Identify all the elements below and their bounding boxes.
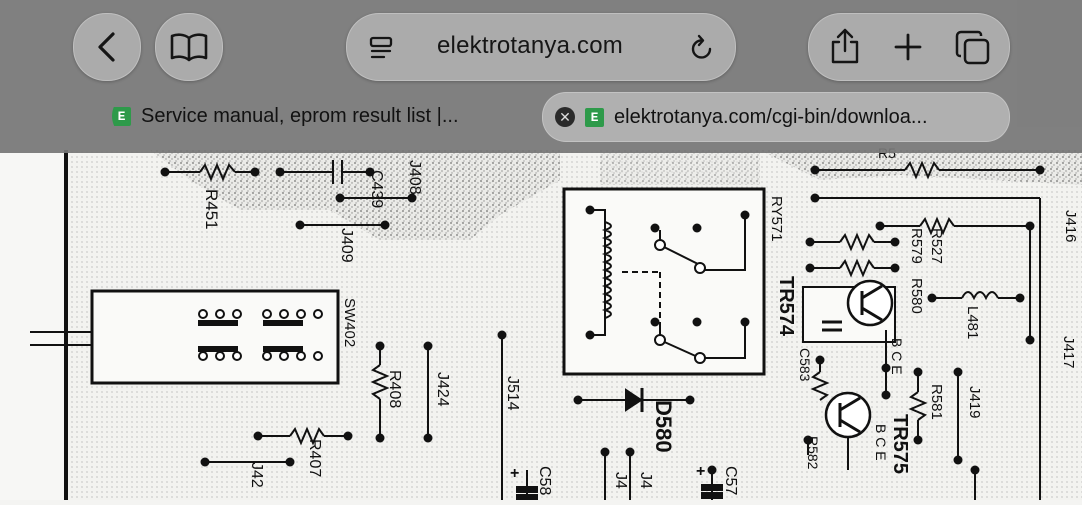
reload-icon[interactable] [689, 34, 715, 62]
bookmarks-button[interactable] [155, 13, 223, 81]
address-text: elektrotanya.com [437, 32, 623, 59]
close-tab-icon[interactable]: ✕ [555, 107, 575, 127]
label-r527: R527 [928, 228, 945, 264]
label-j409: J409 [338, 228, 355, 263]
label-j424: J424 [434, 372, 451, 407]
label-tr575: TR575 [889, 414, 911, 474]
label-j42: J42 [248, 462, 265, 488]
book-icon [170, 33, 208, 62]
label-j514: J514 [504, 376, 521, 411]
label-r580: R580 [908, 278, 925, 314]
label-j419: J419 [966, 386, 983, 419]
svg-text:+: + [696, 463, 705, 480]
address-bar[interactable]: elektrotanya.com [346, 13, 736, 81]
label-r407: R407 [306, 439, 323, 477]
label-j417: J417 [1060, 336, 1077, 369]
label-r581: R581 [928, 384, 945, 420]
tab-download-active[interactable]: ✕ E elektrotanya.com/cgi-bin/downloa... [542, 92, 1010, 142]
label-c439: C439 [368, 170, 385, 208]
tab-title: elektrotanya.com/cgi-bin/downloa... [614, 105, 928, 128]
label-r582: R582 [805, 436, 821, 470]
label-j408: J408 [406, 160, 423, 195]
label-bce-tr574: B C E [889, 338, 905, 375]
label-c57: C57 [722, 466, 739, 495]
label-r451: R451 [202, 189, 221, 230]
toolbar-actions [808, 13, 1010, 81]
label-j416: J416 [1062, 210, 1079, 243]
label-c583: C583 [797, 348, 813, 382]
share-icon[interactable] [829, 27, 861, 65]
label-r579: R579 [908, 228, 925, 264]
label-ry571: RY571 [768, 196, 785, 242]
label-j4a: J4 [612, 472, 629, 489]
label-d580: D580 [651, 400, 676, 453]
site-favicon-icon: E [585, 107, 604, 127]
label-r408: R408 [386, 370, 403, 408]
label-bce-tr575: B C E [873, 424, 889, 461]
chevron-left-icon [98, 32, 115, 62]
label-sw402: SW402 [341, 298, 358, 347]
tab-title: Service manual, eprom result list |... [141, 104, 459, 127]
label-tr574: TR574 [775, 276, 797, 337]
label-j4b: J4 [637, 472, 654, 489]
label-l481: L481 [964, 306, 981, 339]
tabs-overview-icon[interactable] [955, 30, 991, 66]
tab-service-manual[interactable]: E Service manual, eprom result list |... [112, 92, 522, 140]
new-tab-plus-icon[interactable] [893, 32, 923, 62]
site-favicon-icon: E [112, 106, 131, 126]
back-button[interactable] [73, 13, 141, 81]
svg-text:+: + [510, 465, 519, 482]
label-c58: C58 [536, 466, 553, 495]
reader-view-icon [369, 36, 393, 59]
browser-toolbar: elektrotanya.com E [0, 0, 1082, 153]
